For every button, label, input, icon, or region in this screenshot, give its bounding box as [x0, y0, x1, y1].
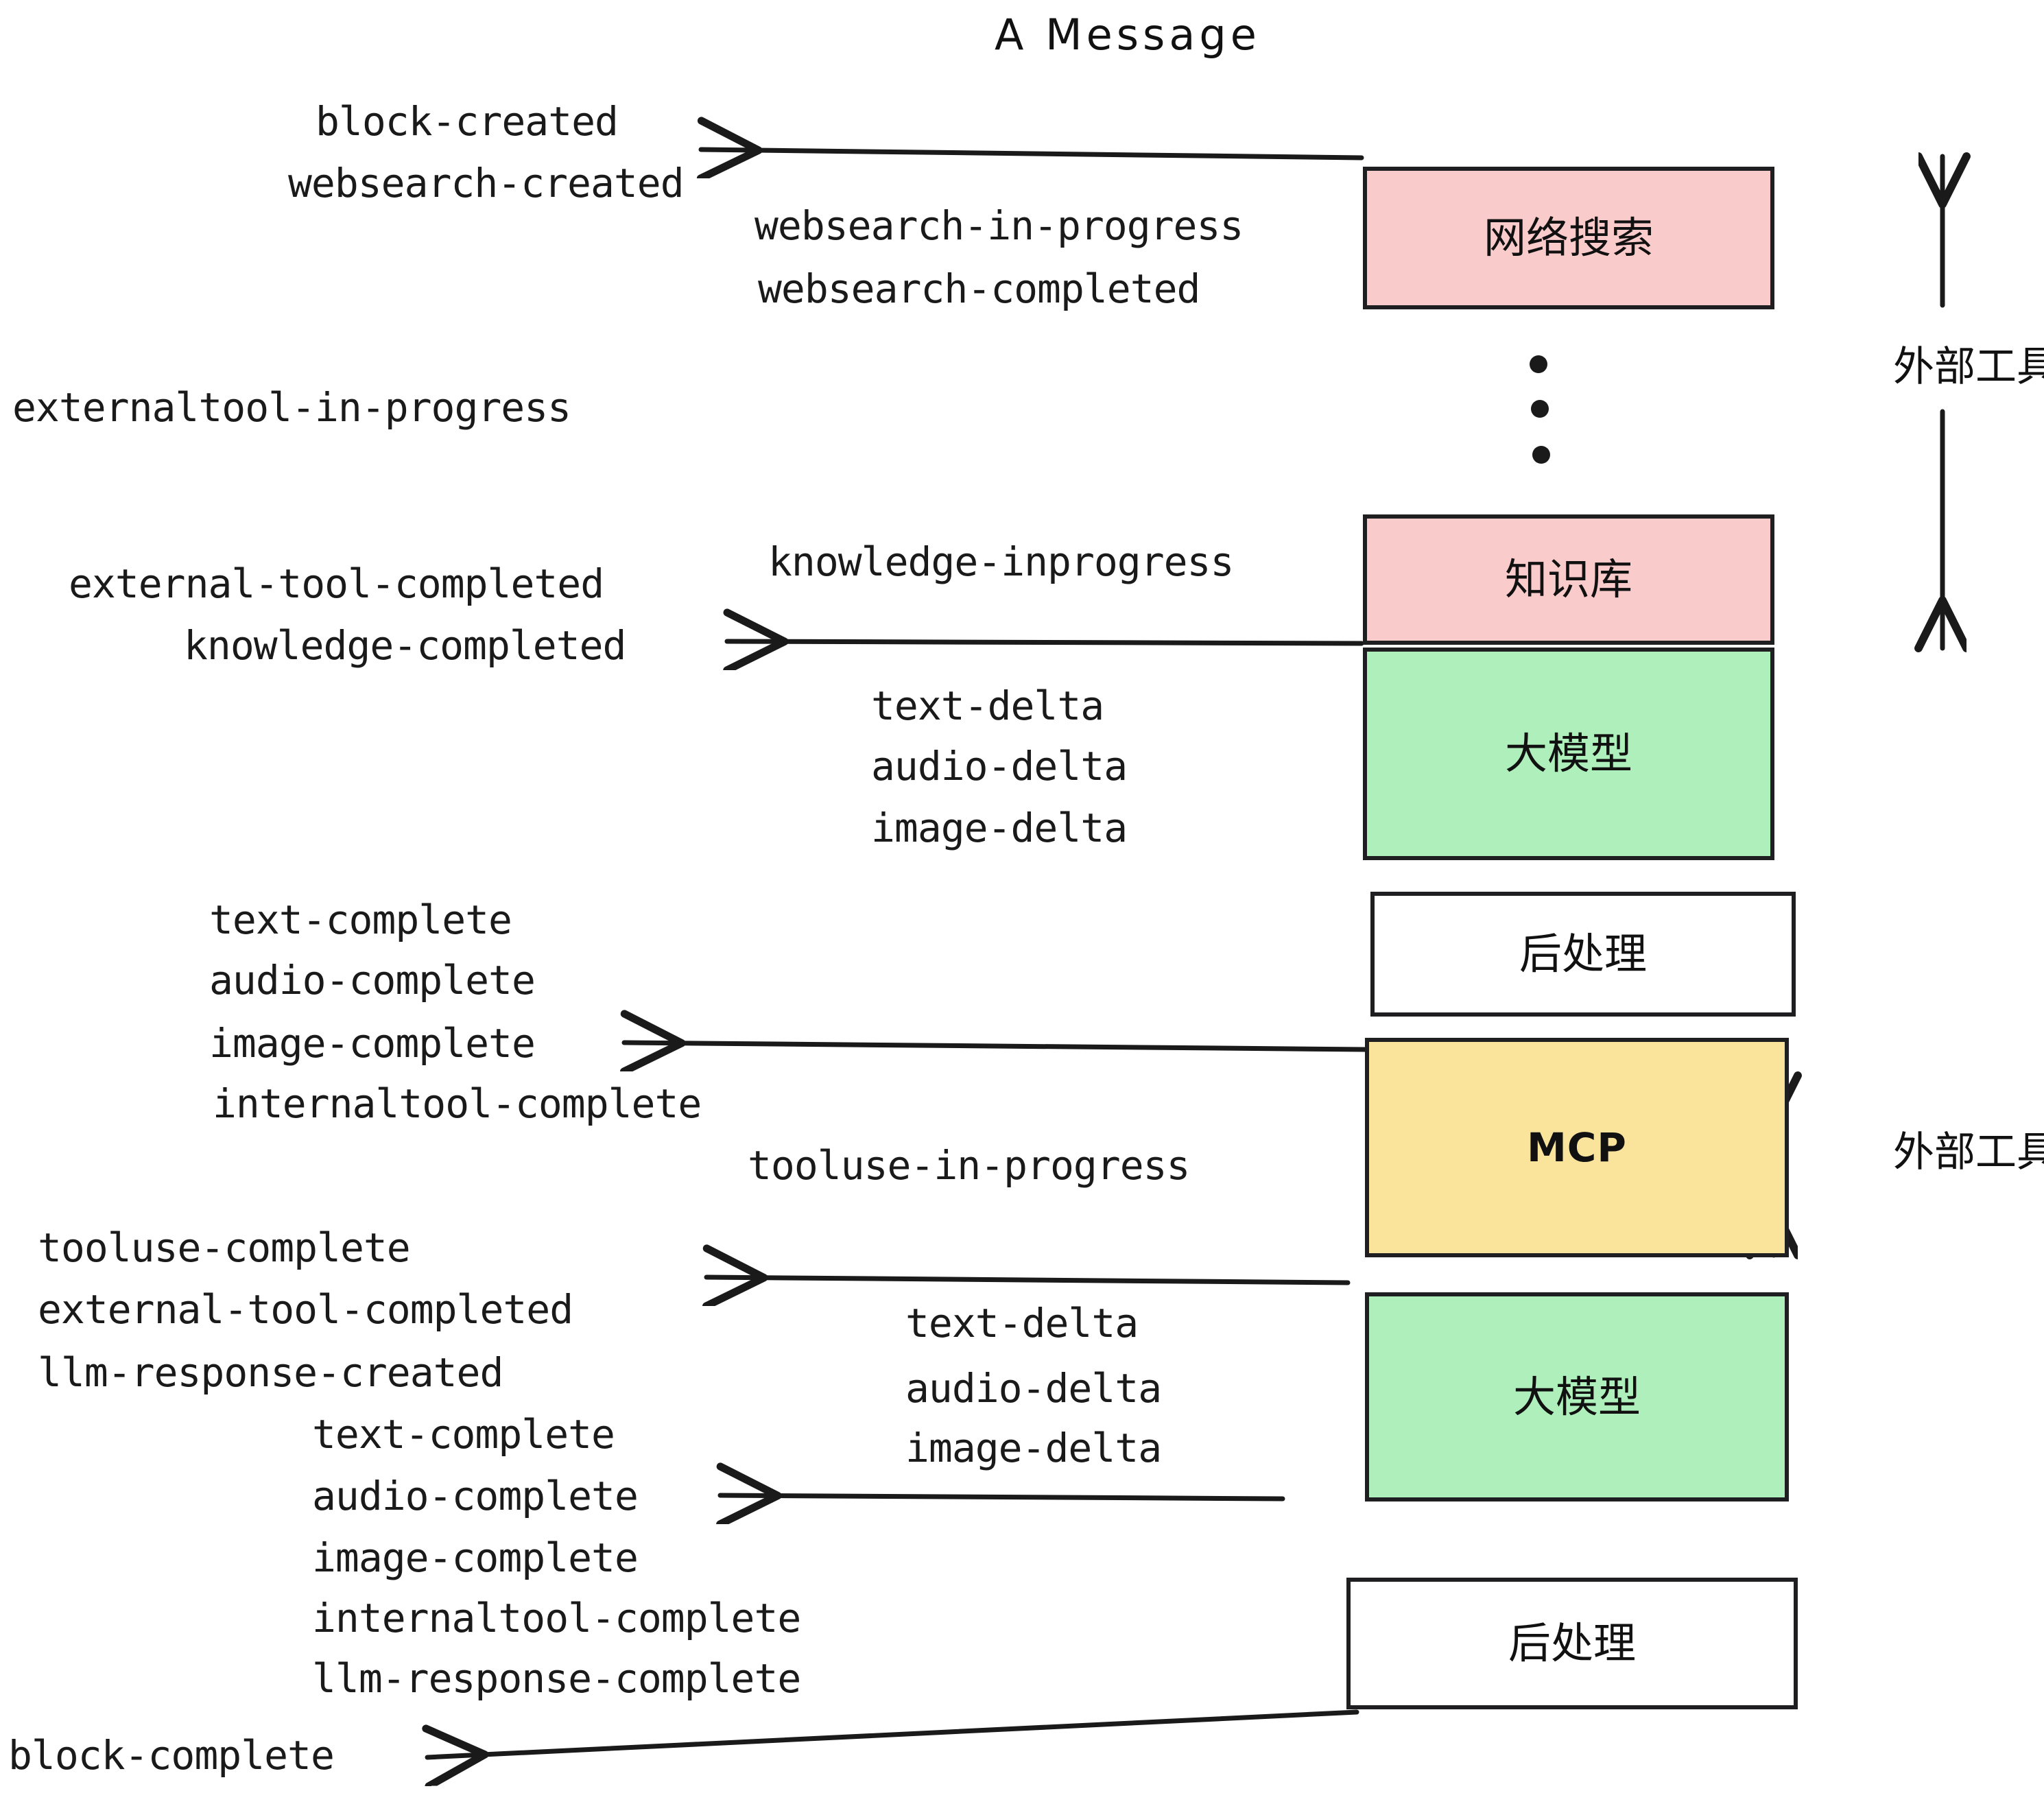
knowledge-return-arrow — [727, 641, 1364, 643]
scope-label-0: 外部工具 — [1893, 343, 2044, 391]
component-box-4: MCP — [1365, 1038, 1789, 1257]
component-box-5: 大模型 — [1365, 1292, 1789, 1502]
websearch-return-arrow — [701, 150, 1364, 158]
component-box-0: 网络搜索 — [1363, 167, 1774, 309]
event-label-image-delta: image-delta — [871, 805, 1128, 851]
event-label-knowledge-completed: knowledge-completed — [184, 622, 626, 669]
event-label-websearch-created: websearch-created — [288, 160, 685, 206]
component-box-label: 后处理 — [1519, 929, 1647, 979]
block-complete-arrow — [427, 1709, 1359, 1757]
component-box-3: 后处理 — [1370, 892, 1796, 1017]
event-label-image-complete: image-complete — [312, 1534, 639, 1581]
component-box-label: 后处理 — [1508, 1618, 1636, 1668]
event-label-external-tool-completed: external-tool-completed — [38, 1286, 573, 1333]
event-label-external-tool-completed: external-tool-completed — [69, 560, 604, 607]
page-title: A Message — [995, 10, 1261, 60]
event-label-externaltool-in-progress: externaltool-in-progress — [12, 384, 571, 431]
event-label-knowledge-inprogress: knowledge-inprogress — [768, 538, 1234, 585]
event-label-audio-delta: audio-delta — [905, 1365, 1162, 1412]
tooluse-return-arrow — [706, 1277, 1351, 1283]
event-label-block-complete: block-complete — [8, 1732, 335, 1779]
event-label-text-delta: text-delta — [871, 683, 1104, 729]
component-box-1: 知识库 — [1363, 514, 1774, 645]
component-box-label: 网络搜索 — [1483, 213, 1654, 263]
ellipsis-dot-0 — [1530, 355, 1547, 373]
event-label-block-created: block-created — [316, 98, 619, 145]
event-label-llm-response-created: llm-response-created — [38, 1349, 503, 1396]
postprocess-return-arrow — [624, 1043, 1368, 1049]
scope-label-1: 外部工具 — [1893, 1128, 2044, 1176]
ellipsis-dot-1 — [1531, 400, 1549, 418]
event-label-image-complete: image-complete — [209, 1020, 536, 1067]
event-label-image-delta: image-delta — [905, 1425, 1162, 1471]
event-label-internaltool-complete: internaltool-complete — [213, 1080, 702, 1127]
event-label-internaltool-complete: internaltool-complete — [312, 1595, 801, 1641]
component-box-label: 大模型 — [1512, 1371, 1641, 1422]
event-label-text-complete: text-complete — [312, 1411, 615, 1458]
component-box-2: 大模型 — [1363, 648, 1774, 860]
component-box-label: MCP — [1527, 1124, 1627, 1171]
event-label-audio-delta: audio-delta — [871, 743, 1128, 790]
ellipsis-dot-2 — [1532, 446, 1550, 464]
event-label-text-delta: text-delta — [905, 1300, 1139, 1346]
component-box-label: 知识库 — [1504, 554, 1632, 604]
event-label-llm-response-complete: llm-response-complete — [312, 1655, 801, 1702]
event-label-websearch-in-progress: websearch-in-progress — [754, 202, 1244, 249]
event-label-text-complete: text-complete — [209, 897, 512, 943]
event-label-tooluse-in-progress: tooluse-in-progress — [748, 1142, 1190, 1189]
event-label-tooluse-complete: tooluse-complete — [38, 1224, 411, 1271]
event-label-audio-complete: audio-complete — [312, 1473, 639, 1519]
llm-return-arrow — [720, 1495, 1285, 1499]
component-box-6: 后处理 — [1346, 1578, 1798, 1709]
event-label-audio-complete: audio-complete — [209, 957, 536, 1004]
component-box-label: 大模型 — [1504, 728, 1632, 779]
event-label-websearch-completed: websearch-completed — [758, 265, 1200, 312]
